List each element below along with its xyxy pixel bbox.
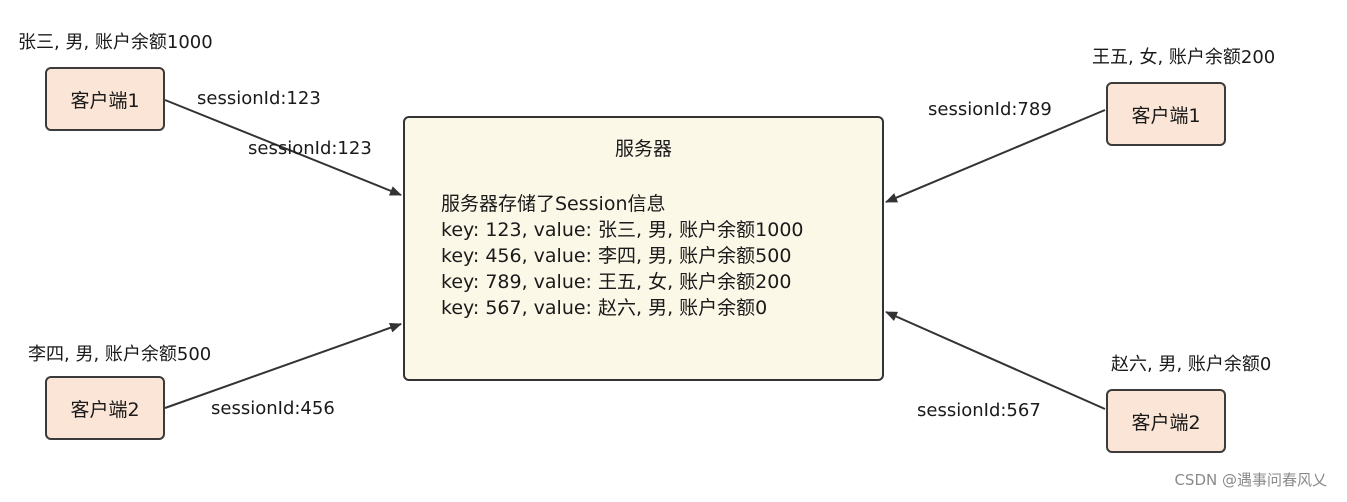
server-intro: 服务器存储了Session信息 bbox=[441, 193, 666, 215]
bottom-left-session-label: sessionId:456 bbox=[211, 398, 335, 419]
arrow-top-right-to-server bbox=[885, 109, 1106, 203]
watermark: CSDN @遇事问春风乂 bbox=[1174, 471, 1327, 489]
client-top-left: 客户端1 bbox=[45, 67, 165, 131]
session-entry: key: 456, value: 李四, 男, 账户余额500 bbox=[441, 245, 792, 267]
top-right-user-info: 王五, 女, 账户余额200 bbox=[1092, 47, 1276, 68]
top-right-session-label: sessionId:789 bbox=[928, 99, 1052, 120]
session-entry: key: 123, value: 张三, 男, 账户余额1000 bbox=[441, 219, 804, 241]
client-bottom-left: 客户端2 bbox=[45, 376, 165, 440]
top-left-arrow-session-label: sessionId:123 bbox=[248, 138, 372, 159]
client-top-right: 客户端1 bbox=[1106, 82, 1226, 146]
bottom-left-user-info: 李四, 男, 账户余额500 bbox=[28, 344, 212, 365]
server-title: 服务器 bbox=[614, 138, 672, 160]
session-entry: key: 567, value: 赵六, 男, 账户余额0 bbox=[441, 297, 768, 319]
bottom-right-user-info: 赵六, 男, 账户余额0 bbox=[1111, 354, 1272, 375]
arrow-bottom-left-to-server bbox=[164, 322, 402, 409]
server-session-store: 服务器存储了Session信息 key: 123, value: 张三, 男, … bbox=[441, 191, 804, 321]
arrow-bottom-right-to-server bbox=[885, 311, 1106, 410]
top-left-user-info: 张三, 男, 账户余额1000 bbox=[18, 32, 213, 53]
client-bottom-right: 客户端2 bbox=[1106, 389, 1226, 453]
bottom-right-session-label: sessionId:567 bbox=[917, 400, 1041, 421]
top-left-session-label: sessionId:123 bbox=[197, 88, 321, 109]
session-entry: key: 789, value: 王五, 女, 账户余额200 bbox=[441, 271, 792, 293]
server-box: 服务器 服务器存储了Session信息 key: 123, value: 张三,… bbox=[403, 116, 884, 381]
